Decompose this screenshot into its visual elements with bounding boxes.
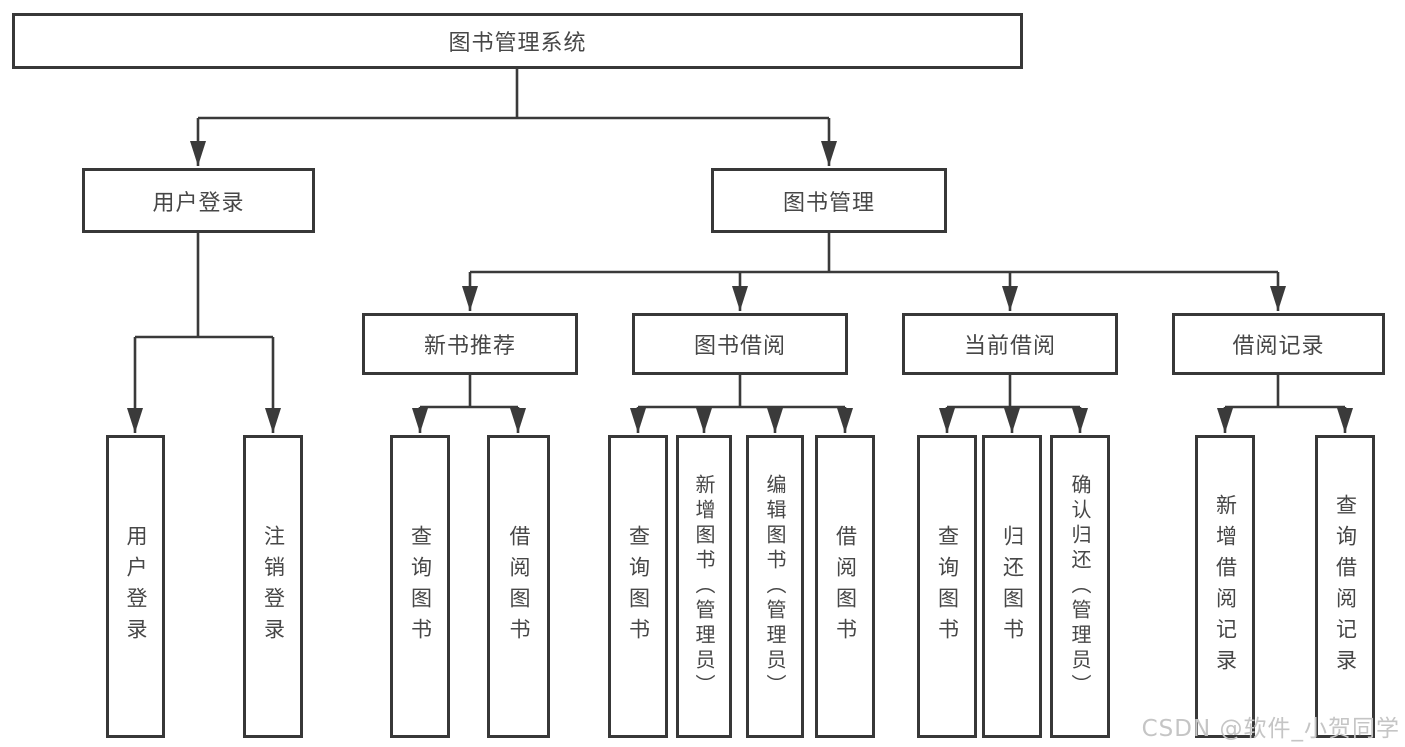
leaf-query-borrow-record: 查询借阅记录	[1315, 435, 1375, 738]
leaf-query-books-recommend: 查询图书	[390, 435, 450, 738]
leaf-query-books-borrow: 查询图书	[608, 435, 668, 738]
node-borrowing-records: 借阅记录	[1172, 313, 1385, 375]
node-new-book-recommendation: 新书推荐	[362, 313, 578, 375]
leaf-edit-books-admin: 编辑图书（管理员）	[746, 435, 804, 738]
csdn-watermark: CSDN @软件_小贺同学	[1141, 716, 1400, 742]
leaf-user-login: 用户登录	[106, 435, 165, 738]
node-current-borrowing: 当前借阅	[902, 313, 1118, 375]
leaf-borrow-books: 借阅图书	[815, 435, 875, 738]
leaf-add-books-admin: 新增图书（管理员）	[676, 435, 732, 738]
node-book-management: 图书管理	[711, 168, 947, 233]
leaf-logout: 注销登录	[243, 435, 303, 738]
leaf-return-books: 归还图书	[982, 435, 1042, 738]
node-library-system: 图书管理系统	[12, 13, 1023, 69]
node-user-login: 用户登录	[82, 168, 315, 233]
leaf-add-borrow-record: 新增借阅记录	[1195, 435, 1255, 738]
leaf-query-books-current: 查询图书	[917, 435, 977, 738]
node-book-borrowing: 图书借阅	[632, 313, 848, 375]
leaf-borrow-books-recommend: 借阅图书	[487, 435, 550, 738]
leaf-confirm-return-admin: 确认归还（管理员）	[1050, 435, 1110, 738]
